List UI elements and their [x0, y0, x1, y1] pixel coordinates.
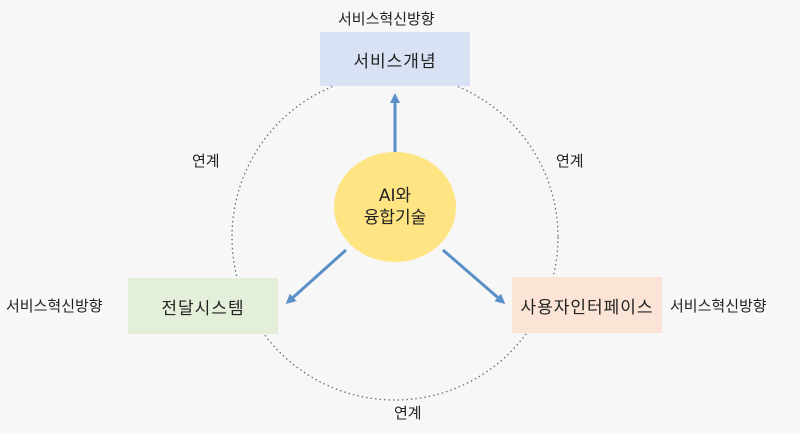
center-node-ai-tech: AI와 융합기술 — [334, 152, 456, 262]
node-user-interface: 사용자인터페이스 — [512, 277, 662, 333]
arrow-to-user-interface — [442, 248, 506, 304]
link-label-bottom: 연계 — [394, 404, 422, 422]
direction-label-right: 서비스혁신방향 — [670, 297, 767, 315]
direction-label-left: 서비스혁신방향 — [6, 297, 103, 315]
link-label-top-left: 연계 — [192, 152, 220, 170]
link-label-top-right: 연계 — [556, 152, 584, 170]
arrow-to-delivery-system — [285, 248, 348, 305]
direction-label-top: 서비스혁신방향 — [338, 10, 435, 28]
center-node-line2: 융합기술 — [363, 208, 427, 228]
node-service-concept: 서비스개념 — [320, 32, 470, 86]
node-delivery-system: 전달시스템 — [128, 278, 278, 334]
node-service-concept-label: 서비스개념 — [353, 51, 437, 72]
link-ring — [231, 73, 559, 401]
node-delivery-system-label: 전달시스템 — [161, 298, 245, 319]
node-user-interface-label: 사용자인터페이스 — [520, 297, 654, 318]
center-node-line1: AI와 — [378, 186, 412, 206]
